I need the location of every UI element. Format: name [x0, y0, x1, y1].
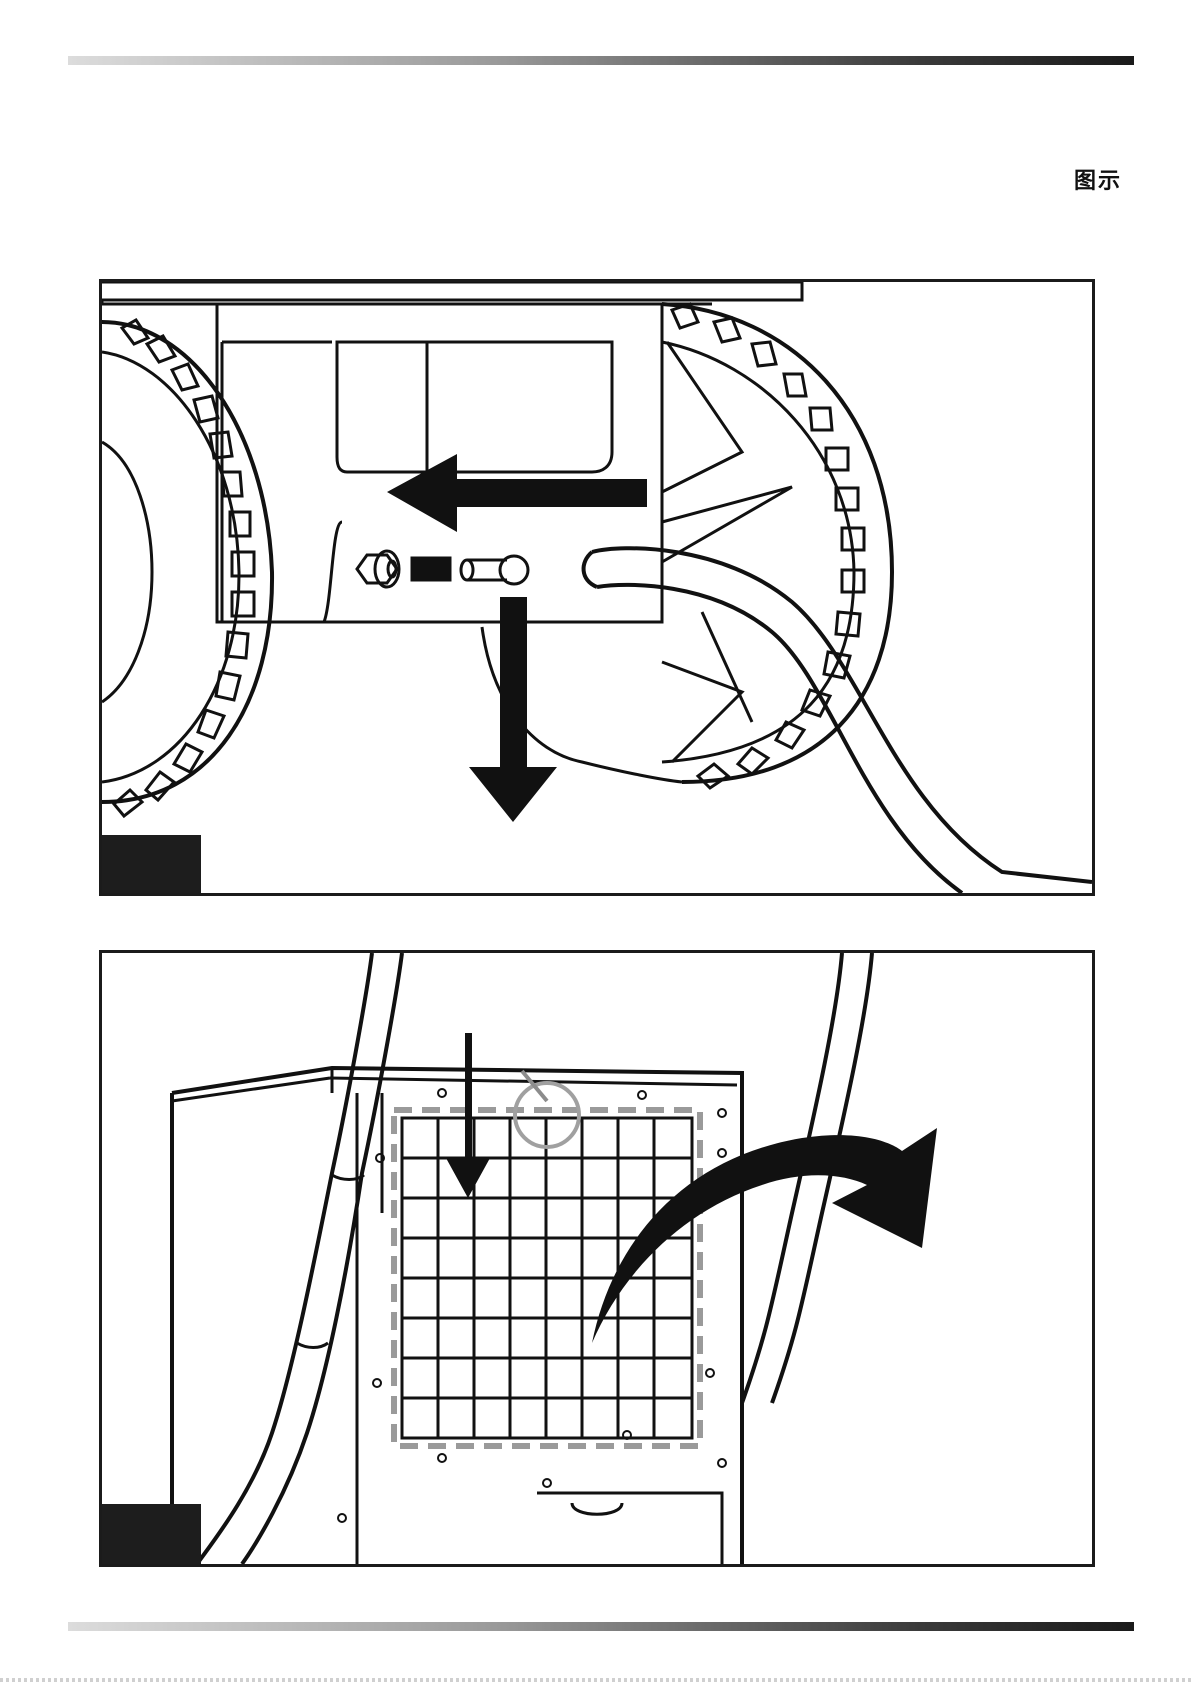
figure-number-tab	[102, 1504, 201, 1564]
arrow-down-icon	[446, 1033, 490, 1198]
figure-panel-1	[99, 279, 1095, 896]
figure-panel-2	[99, 950, 1095, 1567]
page-label: 图示	[1074, 163, 1122, 195]
figure-number-tab	[102, 835, 201, 893]
arrow-curved-icon	[592, 1128, 937, 1343]
header-bar	[68, 56, 1134, 65]
footer-bar	[68, 1622, 1134, 1631]
figure-1-illustration	[102, 282, 1092, 893]
footer-edge-strip	[0, 1678, 1192, 1682]
figure-2-illustration	[102, 953, 1092, 1564]
